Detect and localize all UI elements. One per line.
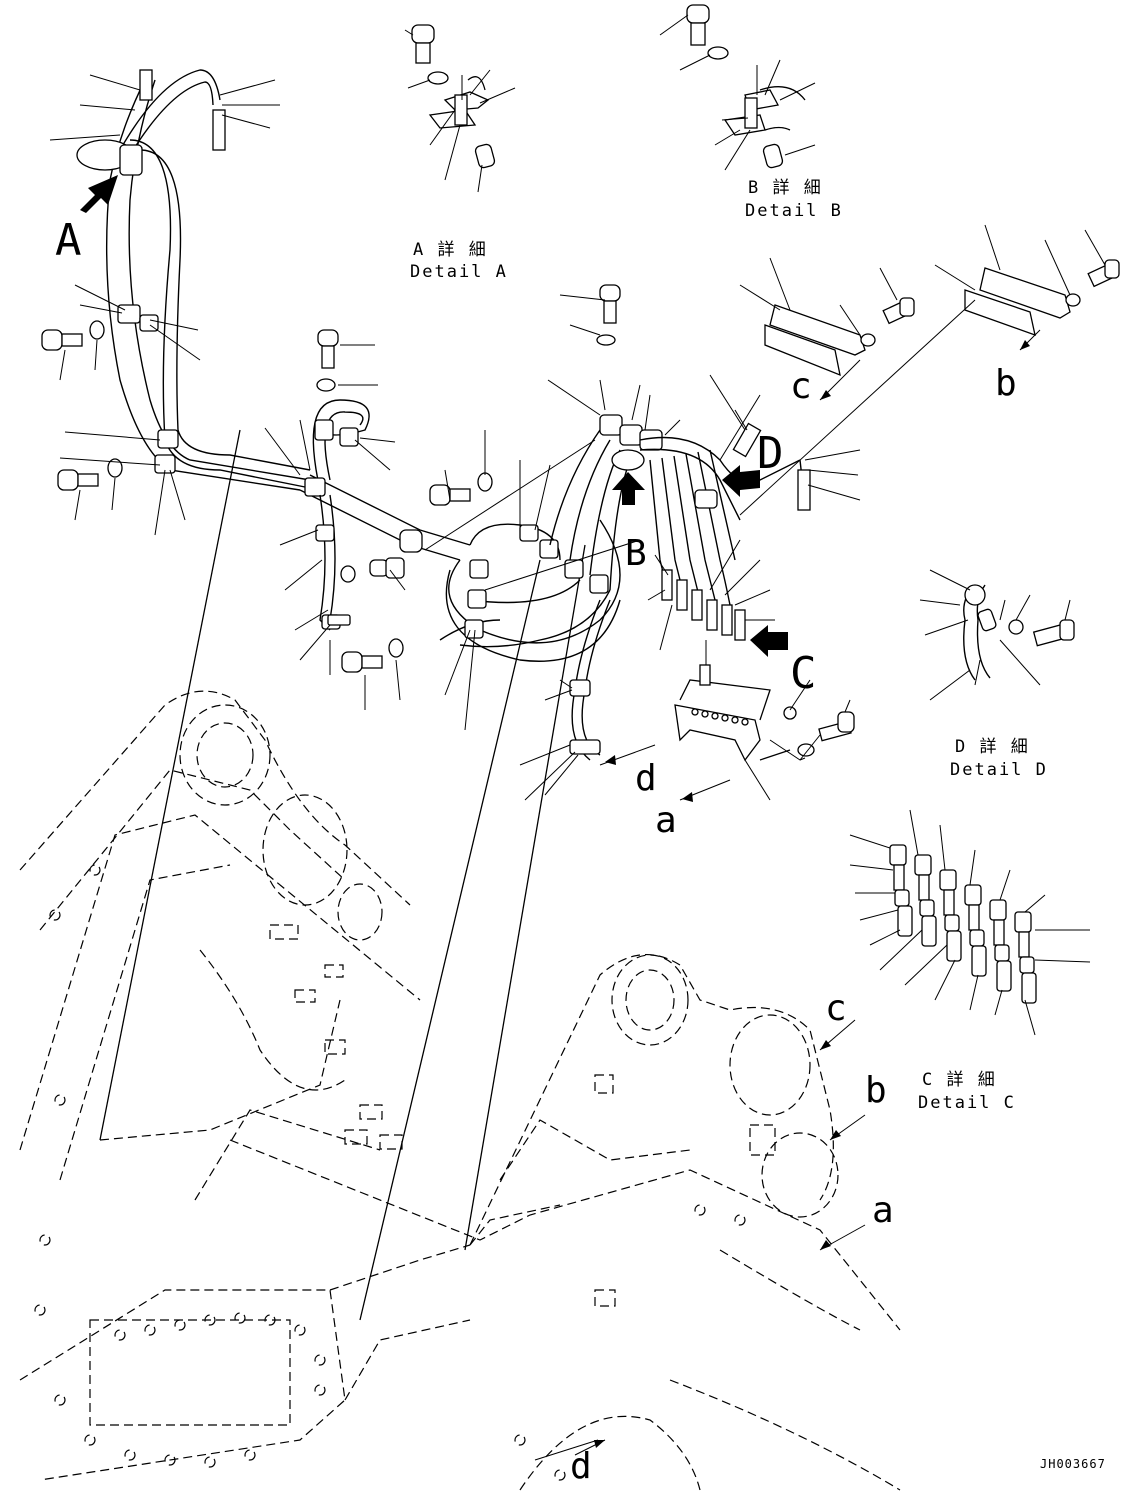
callout-a-lower: a (872, 1190, 894, 1231)
callout-b-upper: b (995, 363, 1017, 404)
callout-C: C (790, 648, 817, 699)
callout-D: D (757, 428, 784, 479)
detail-c-drawing (889, 844, 1037, 1004)
detail-a-en: Detail A (410, 262, 508, 282)
arrow-d (722, 465, 760, 497)
detail-b-jp: B 詳 細 (748, 178, 823, 198)
bracket-b-drawing (964, 259, 1120, 337)
reference-lines (99, 429, 791, 1321)
detail-captions: A 詳 細 Detail A B 詳 細 Detail B D 詳 細 Deta… (410, 178, 1048, 1113)
arrows (80, 175, 1041, 1461)
detail-d-jp: D 詳 細 (955, 737, 1030, 757)
detail-b-drawing (686, 4, 806, 169)
drawing-code: JH003667 (1040, 1457, 1106, 1471)
callout-B: B (625, 533, 647, 574)
callout-b-lower: b (865, 1070, 887, 1111)
arrow-a (80, 175, 118, 213)
machine-frame (19, 690, 901, 1491)
callout-A: A (55, 215, 82, 266)
callout-d-upper: d (635, 758, 657, 799)
detail-c-en: Detail C (918, 1093, 1016, 1113)
detail-c-jp: C 詳 細 (922, 1070, 997, 1090)
bracket-c-drawing (764, 297, 915, 377)
hose-assembly (76, 69, 811, 761)
callout-c-lower: c (825, 988, 847, 1029)
detail-a-jp: A 詳 細 (413, 240, 488, 260)
callout-d-lower: d (570, 1446, 592, 1487)
detail-d-drawing (963, 584, 1075, 681)
callout-a-upper: a (655, 800, 677, 841)
detail-b-en: Detail B (745, 201, 843, 221)
callout-c-upper: c (790, 366, 812, 407)
arrow-c (750, 625, 788, 657)
arrow-b (612, 472, 645, 505)
detail-d-en: Detail D (950, 760, 1048, 780)
fasteners (41, 284, 855, 762)
leader-lines (49, 14, 1106, 1036)
callout-labels: A B D C c b d a c b a d (55, 215, 1017, 1487)
